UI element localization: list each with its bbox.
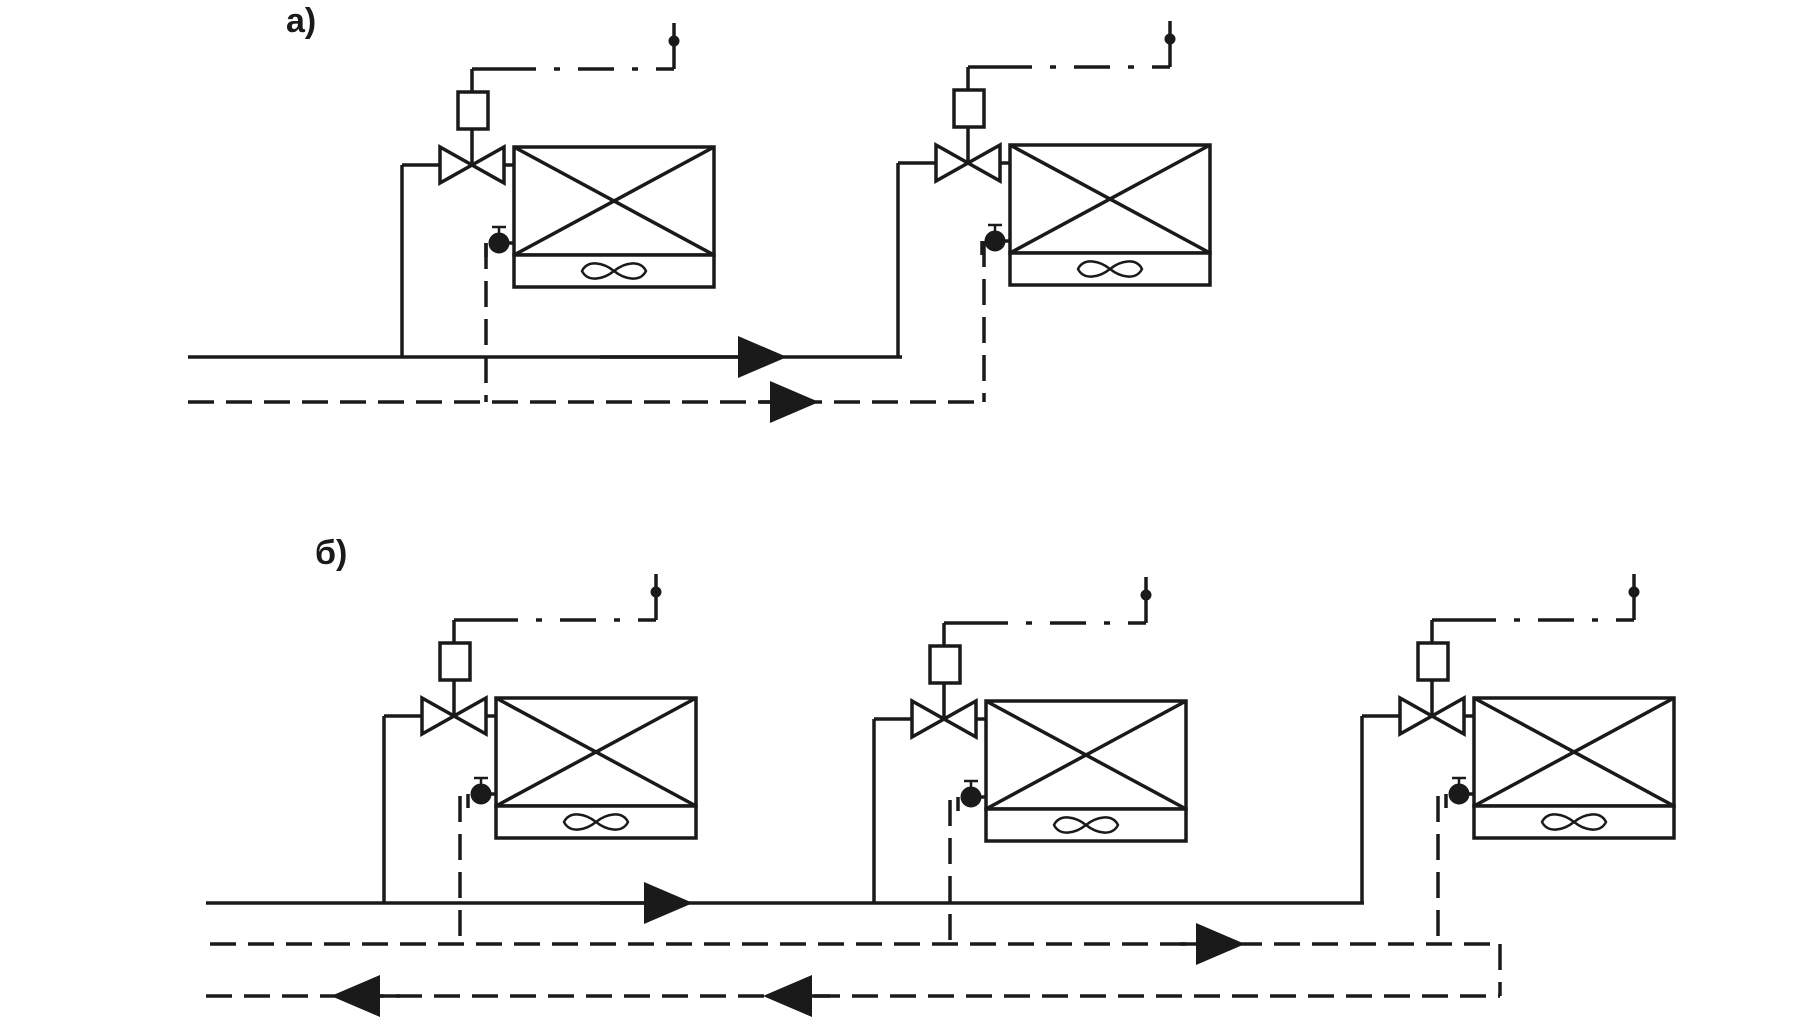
panel-a-return-line [188,241,986,423]
panel-b-unit-1 [382,572,698,840]
panel-a-label: а) [286,2,316,40]
panel-b-unit-2 [872,575,1188,843]
panel-a-unit-1 [400,21,716,289]
panel-b-unit-3 [1360,572,1676,840]
panel-a-unit-2 [896,19,1212,287]
panel-b-supply-line [206,716,1364,924]
panel-a: а) [188,2,1212,423]
panel-a-supply-line [188,163,902,378]
panel-b: б) [206,534,1676,1017]
panel-b-label: б) [315,534,347,572]
panel-b-return-line-1 [210,796,1502,996]
